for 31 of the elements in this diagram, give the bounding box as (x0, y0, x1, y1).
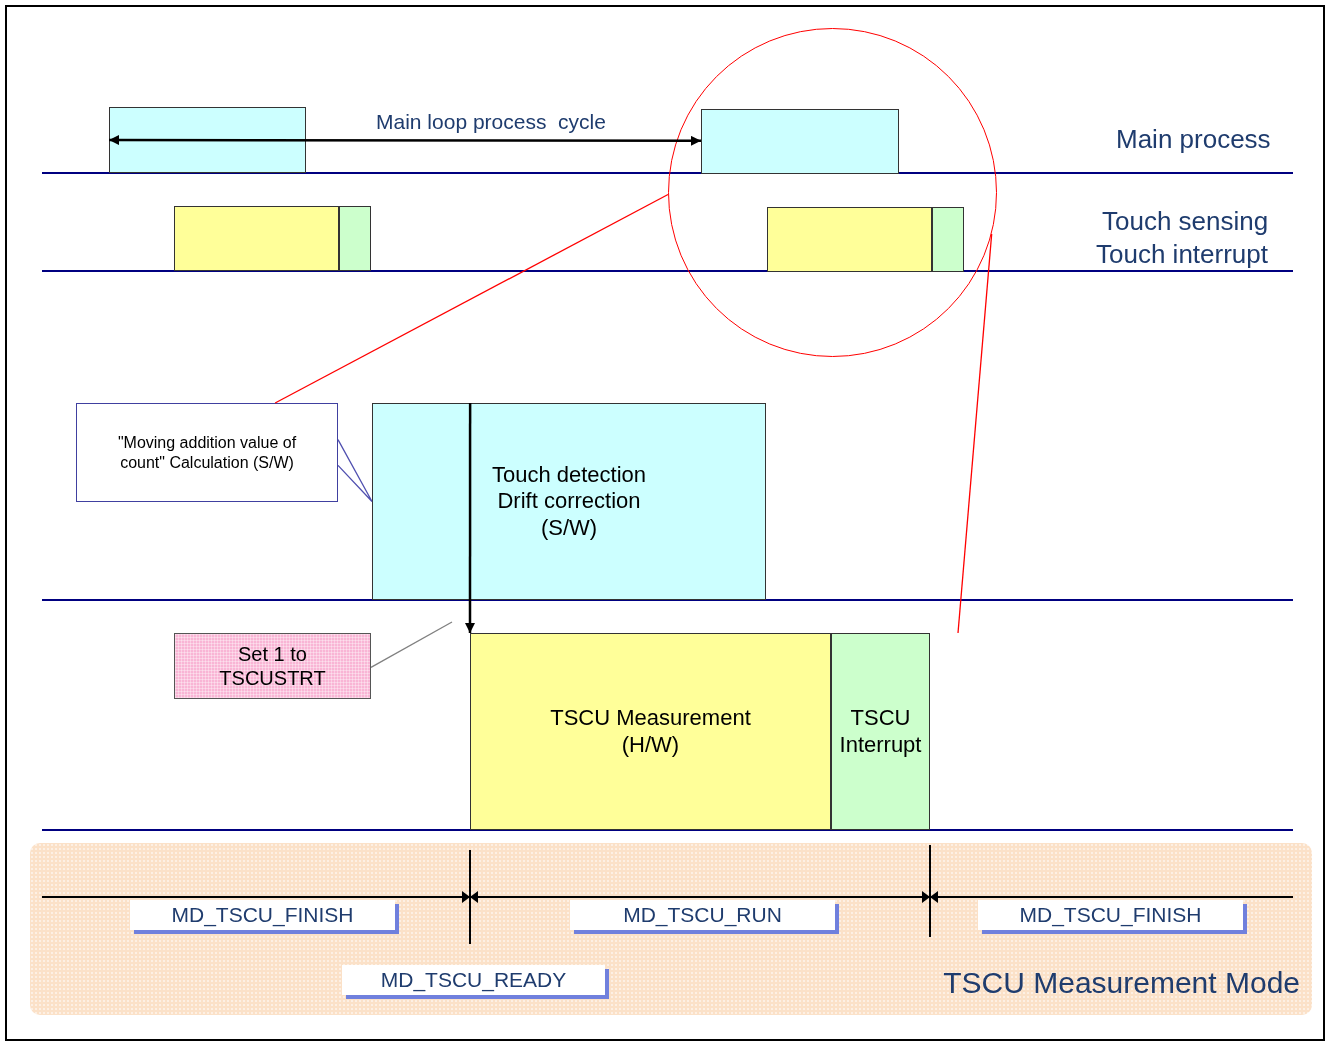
lane-name: Touch sensing (1102, 206, 1269, 237)
mode-band (30, 843, 1312, 1015)
task-block (701, 109, 899, 174)
zoom-line (274, 193, 669, 404)
block-label: TSCU Interrupt (838, 705, 923, 758)
mode-name: MD_TSCU_FINISH (171, 902, 354, 928)
edge-label: Main loop process cycle (376, 110, 606, 134)
measurement-block (470, 633, 831, 830)
leader-line (370, 621, 453, 668)
mode-name: MD_TSCU_FINISH (1019, 902, 1202, 928)
process-block (372, 403, 766, 600)
interrupt-block (339, 206, 371, 271)
mode-name: MD_TSCU_RUN (623, 902, 782, 928)
lane-name: Main process (1116, 124, 1271, 155)
task-block (109, 107, 306, 173)
block-label: Touch detection Drift correction (S/W) (490, 461, 648, 542)
band-title: TSCU Measurement Mode (943, 965, 1300, 1001)
callout-box (76, 403, 338, 502)
block-label: Set 1 to TSCUSTRT (218, 642, 327, 690)
mode-name: MD_TSCU_READY (380, 967, 567, 993)
sensing-block (767, 207, 932, 272)
lane-name: Touch interrupt (1096, 239, 1268, 270)
arrow (109, 135, 701, 146)
register-note-box (174, 633, 371, 699)
zoom-line (957, 233, 993, 634)
block-label: "Moving addition value of count" Calculation (S/W) (116, 433, 298, 472)
interrupt-block (831, 633, 930, 830)
block-label: TSCU Measurement (H/W) (549, 705, 752, 758)
interrupt-block (932, 207, 964, 272)
sensing-block (174, 206, 339, 271)
arrow (465, 403, 475, 633)
